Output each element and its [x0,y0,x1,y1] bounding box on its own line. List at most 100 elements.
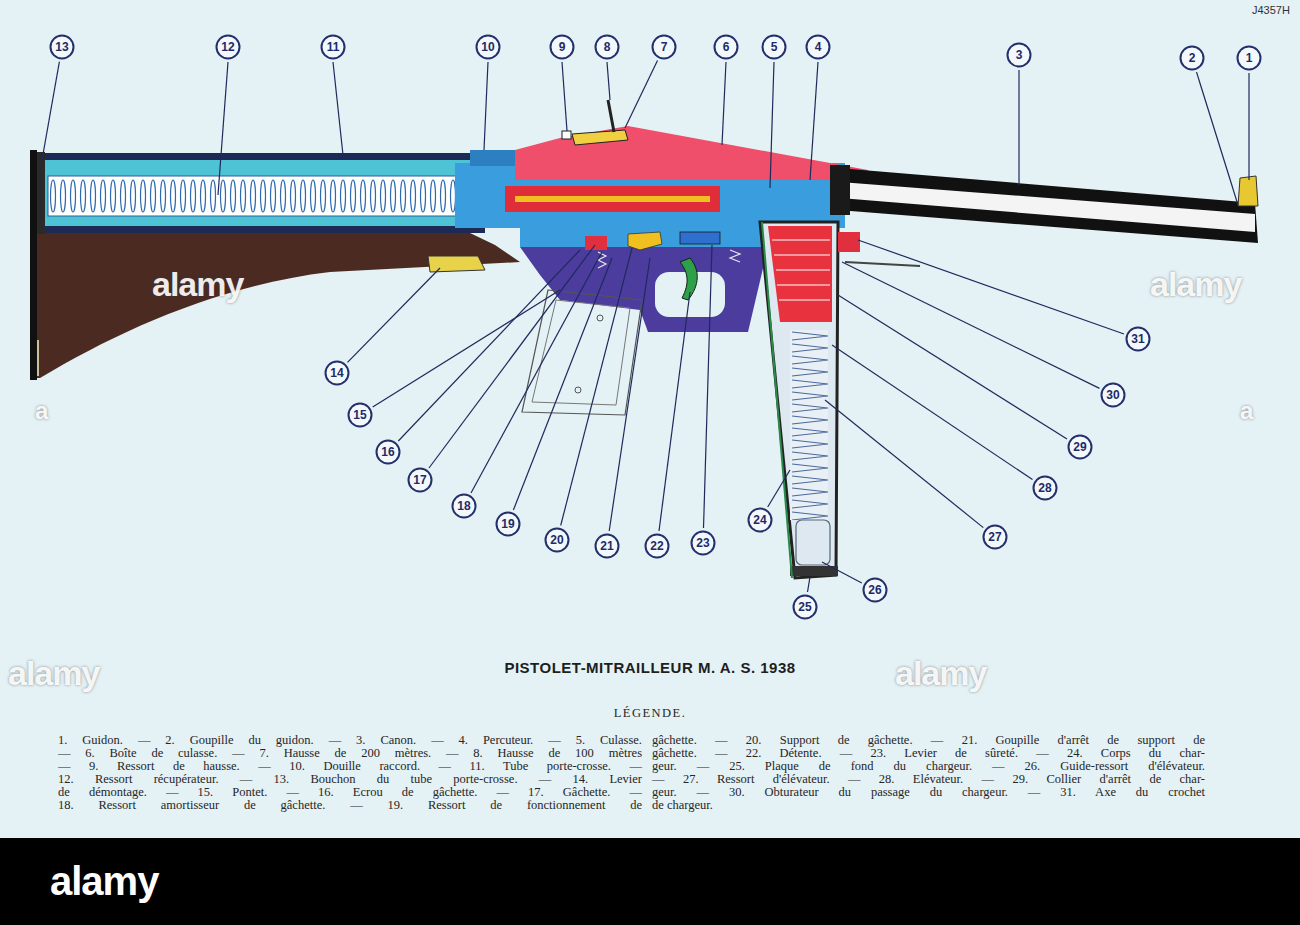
grip-screw [597,315,603,321]
callout-number: 28 [1038,482,1051,495]
leader-line [808,577,811,592]
image-id: J4357H [1252,4,1290,16]
callout-number: 31 [1131,333,1144,346]
leader-line [659,292,690,531]
callout-circle: 28 [1032,475,1058,501]
watermark: alamy [895,655,986,691]
callout-number: 23 [696,537,709,550]
grip-screw [575,387,581,393]
callout-number: 18 [457,500,470,513]
callout-number: 30 [1106,389,1119,402]
callout-ring-outline [984,526,1007,549]
cartridge-lines [772,240,830,300]
leader-line [429,245,595,468]
callout-circle: 29 [1067,434,1093,460]
bar-logo: alamy [50,860,158,902]
callout-circle: 30 [1100,382,1126,408]
callout-ring-outline [497,513,520,536]
butt-highlight [37,340,39,376]
callout-circle: 20 [544,527,570,553]
leader-line [609,258,650,531]
leader-line [858,240,1124,334]
catch-pin [845,262,920,266]
callout-number: 6 [723,41,730,54]
callout-number: 11 [327,41,340,54]
bolt [505,186,720,212]
spring-guide [796,520,830,565]
leader-line [561,248,632,526]
leader-lines [42,61,1249,593]
watermark: a [35,398,48,424]
callout-number: 15 [353,409,366,422]
callout-number: 8 [604,41,611,54]
bottom-bar [0,838,1300,925]
legend-line: 18. Ressort amortisseur de gâchette. — 1… [58,799,642,812]
leader-line [770,62,774,188]
legend-heading: LÉGENDE. [614,706,687,720]
callout-ring-outline [1008,44,1031,67]
leader-line [1248,73,1249,180]
recoil-spring [48,176,468,216]
legend-line: gâchette. — 22. Détente. — 23. Levier de… [652,747,1205,760]
legend-line: geur. — 30. Obturateur du passage du cha… [652,786,1205,799]
callout-circle: 22 [644,533,670,559]
barrel [838,168,1258,243]
leader-line [1197,72,1239,205]
callout-ring-outline [453,495,476,518]
callout-circle: 16 [375,439,401,465]
callout-circle: 12 [215,34,241,60]
callout-number: 13 [55,41,68,54]
leader-line [704,245,713,528]
callout-circle: 7 [651,34,677,60]
legend-line: — 9. Ressort de hausse. — 10. Douille ra… [58,760,642,773]
callout-number: 16 [381,446,394,459]
diagram-title: PISTOLET-MITRAILLEUR M. A. S. 1938 [504,659,795,676]
sear-spring [598,252,606,268]
callout-ring-outline [653,36,676,59]
callout-number: 14 [330,367,343,380]
callout-ring-outline [646,535,669,558]
legend-line: de chargeur. [652,799,1205,812]
callout-circle: 8 [594,34,620,60]
callout-number: 20 [550,534,563,547]
callout-ring-outline [1238,47,1261,70]
callout-circle: 18 [451,493,477,519]
callout-ring-outline [1127,328,1150,351]
callout-ring-outline [546,529,569,552]
callout-ring-outline [807,36,830,59]
callout-circle: 11 [320,34,346,60]
callout-ring-outline [1069,436,1092,459]
front-sight [1238,176,1258,206]
leader-line [484,62,488,150]
callout-number: 1 [1246,52,1253,65]
callout-ring-outline [749,509,772,532]
legend-line: 12. Ressort récupérateur. — 13. Bouchon … [58,773,642,786]
callout-circle: 23 [690,530,716,556]
callout-circle: 5 [761,34,787,60]
leader-line [1018,70,1019,185]
callout-circle: 21 [594,533,620,559]
callout-circle: 4 [805,34,831,60]
callout-number: 4 [815,41,822,54]
callout-ring-outline [477,36,500,59]
barrel-bore [840,182,1255,232]
magazine-catch [838,232,860,252]
callout-circle: 14 [324,360,350,386]
callout-ring-outline [51,36,74,59]
callout-ring-outline [692,532,715,555]
callout-ring-outline [377,441,400,464]
watermark: alamy [1150,266,1241,302]
butt-plate [30,150,37,380]
callout-number: 19 [501,518,514,531]
leader-line [822,562,862,583]
callout-ring-outline [1181,47,1204,70]
callout-ring-outline [322,36,345,59]
leader-line [348,268,441,362]
callout-number: 25 [798,601,811,614]
callout-ring-outline [715,36,738,59]
firing-pin [515,196,710,202]
magazine-spring [790,330,828,520]
callout-number: 2 [1189,52,1196,65]
barrel-collar [830,165,850,215]
